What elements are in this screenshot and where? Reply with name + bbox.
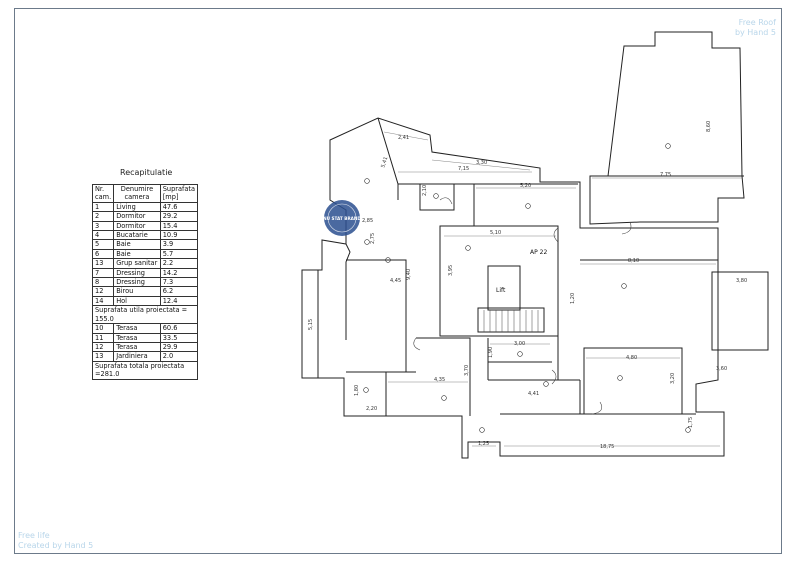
room-marker [621, 283, 627, 289]
stamp-text: NU STAT BRAND [323, 216, 361, 221]
dim-label: 9,40 [406, 269, 412, 280]
room-marker [685, 427, 691, 433]
room-marker [441, 395, 447, 401]
dim-label: 3,20 [670, 373, 676, 384]
watermark-bottom-left: Free life Created by Hand 5 [18, 531, 93, 551]
lift-label: Lift [496, 287, 506, 294]
watermark-line: by Hand 5 [734, 28, 776, 37]
dim-label: 4,35 [434, 377, 445, 383]
watermark-line: Free life [18, 531, 50, 540]
room-marker [543, 381, 549, 387]
watermark-line: Free Roof [738, 18, 776, 27]
dim-label: 7,75 [660, 172, 671, 178]
room-marker [665, 143, 671, 149]
dim-label: 4,80 [626, 355, 637, 361]
room-marker [479, 427, 485, 433]
dim-label: 4,41 [528, 391, 539, 397]
dim-label: 1,25 [478, 441, 489, 447]
recap-title: Recapitulatie [120, 168, 173, 177]
recap-total-row: Suprafata totala proiectata =281.0 [92, 360, 198, 380]
room-marker [525, 203, 531, 209]
recap-total: Suprafata totala proiectata =281.0 [92, 360, 198, 380]
room-marker [363, 387, 369, 393]
dim-label: 8,10 [628, 258, 639, 264]
dim-label: 5,15 [308, 319, 314, 330]
dim-label: 2,41 [398, 135, 409, 141]
dim-label: 18,75 [600, 444, 614, 450]
drawing-frame [14, 8, 782, 554]
dim-label: 8,60 [706, 121, 712, 132]
recap-cell-area: 12.4 [159, 295, 199, 307]
recap-table: Nr. cam. Denumire camera Suprafata [mp] … [91, 184, 199, 380]
dim-label: 5,41 [380, 156, 389, 168]
stamp-ring [327, 203, 357, 233]
core [439, 225, 559, 337]
agency-stamp: NU STAT BRAND [323, 200, 361, 236]
stamp-circle [324, 200, 360, 236]
room-marker [465, 245, 471, 251]
recap-cell-nr: 13 [91, 351, 115, 362]
dim-label: 1,80 [354, 385, 360, 396]
recap-cell-nr: 14 [91, 295, 115, 307]
apartment-label: AP 22 [530, 249, 547, 256]
dim-label: 5,20 [520, 183, 531, 189]
recap-cell-nr: 13 [91, 258, 115, 269]
dim-label: 5,10 [490, 230, 501, 236]
stair [477, 307, 545, 333]
dim-label: 3,70 [464, 365, 470, 376]
dim-label: 2,75 [370, 233, 376, 244]
dim-label: 2,10 [422, 185, 428, 196]
watermark-line: Created by Hand 5 [18, 541, 94, 550]
dim-label: 3,80 [736, 278, 747, 284]
dim-label: 7,15 [458, 166, 469, 172]
dim-label: 3,60 [716, 366, 727, 372]
recap-cell-nr: 12 [91, 341, 115, 353]
recap-cell-nr: 10 [91, 323, 115, 334]
dim-label: 2,85 [362, 218, 373, 224]
dim-label: 1,20 [570, 293, 576, 304]
recap-header-nr: Nr. cam. [91, 184, 115, 203]
room-marker [364, 178, 370, 184]
recap-cell-nr: 12 [91, 286, 115, 297]
dim-label: 2,20 [366, 406, 377, 412]
recap-cell-nr: 11 [91, 332, 115, 343]
room-markers [363, 143, 691, 433]
dim-label: 1,90 [488, 347, 494, 358]
dim-label: 1,75 [688, 417, 694, 428]
room-marker [517, 351, 523, 357]
room-marker [433, 193, 439, 199]
outer-wall [301, 117, 725, 459]
recap-cell-area: 2.0 [159, 351, 199, 362]
room-marker [617, 375, 623, 381]
watermark-top-right: Free Roof by Hand 5 [735, 18, 776, 38]
dim-label: 3,95 [448, 265, 454, 276]
lift-shaft [487, 265, 521, 311]
dim-label: 3,30 [476, 160, 487, 166]
room-marker [385, 257, 391, 263]
terrace-upper-right [589, 31, 745, 225]
dim-label: 4,45 [390, 278, 401, 284]
room-marker [364, 239, 370, 245]
dim-label: 3,00 [514, 341, 525, 347]
